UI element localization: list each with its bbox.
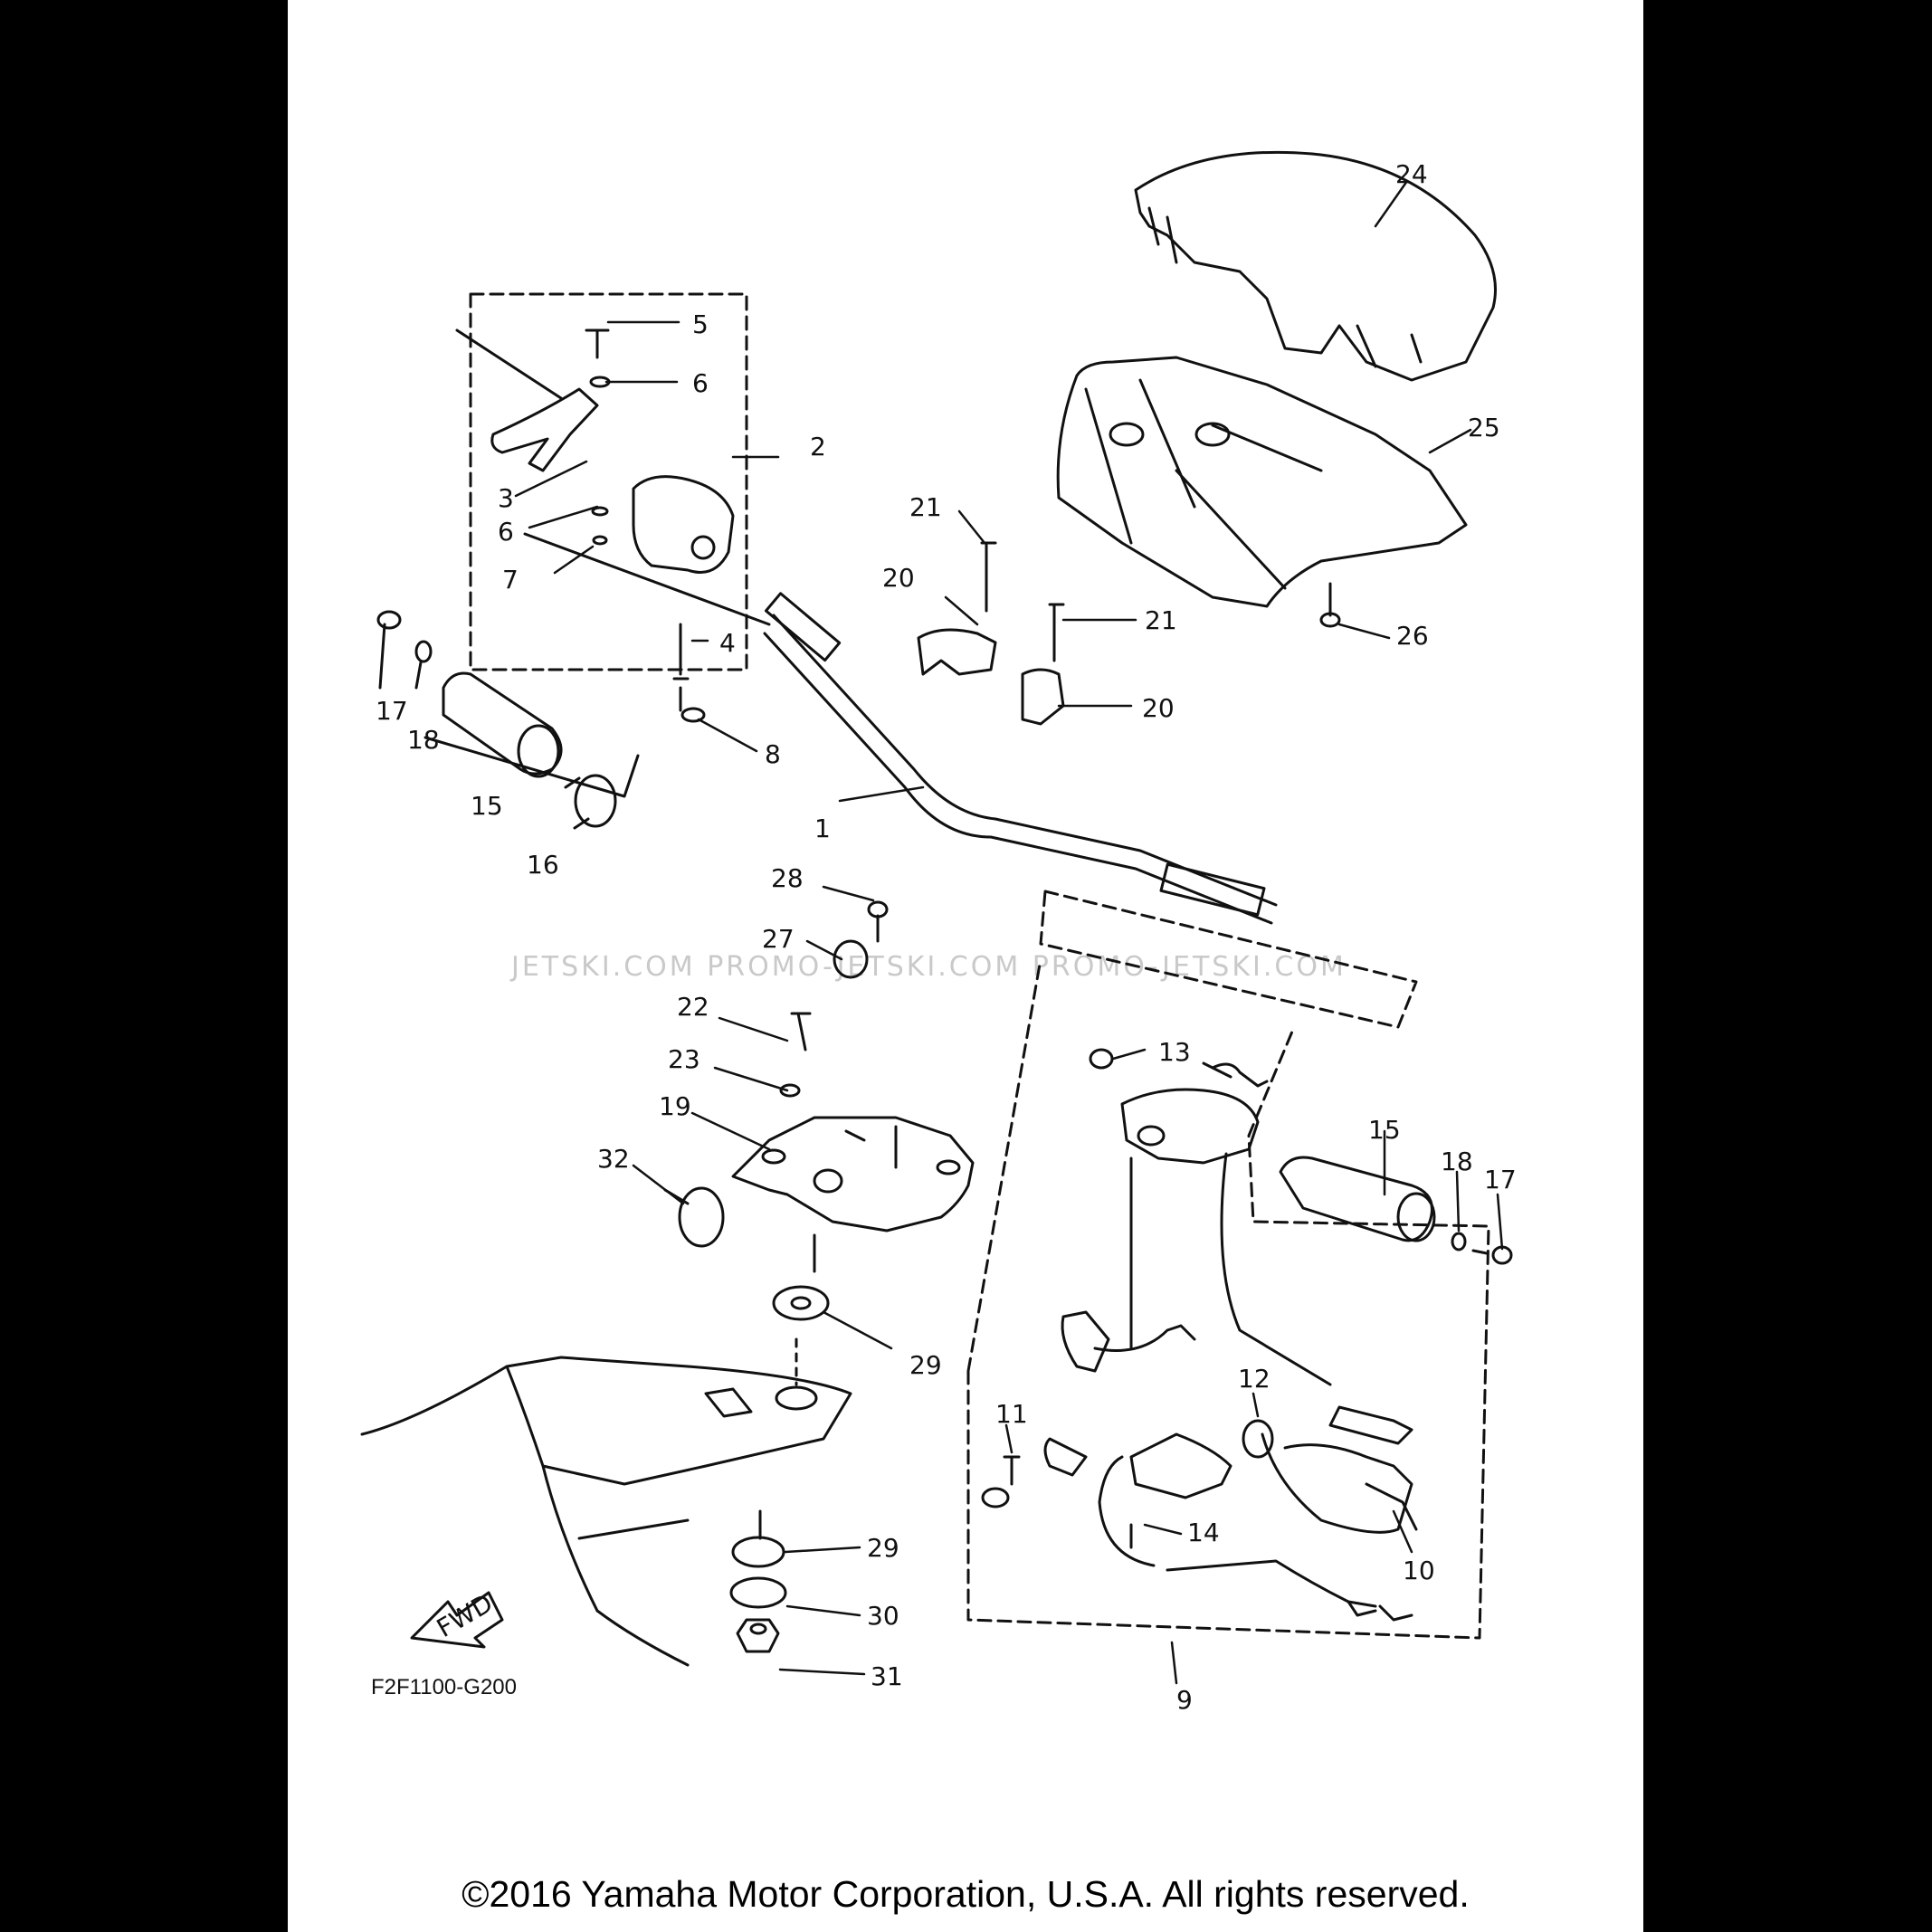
callout-15: 15	[471, 791, 503, 821]
callout-32: 32	[597, 1144, 630, 1174]
callout-2: 2	[810, 432, 826, 462]
callout-31: 31	[871, 1661, 903, 1691]
callout-12: 12	[1238, 1364, 1271, 1394]
throttle-lever-assembly	[424, 328, 735, 798]
callout-16: 16	[527, 850, 559, 880]
callout-17: 17	[1484, 1165, 1517, 1194]
mount-stack	[729, 1509, 787, 1653]
callout-27: 27	[762, 924, 795, 954]
callout-labels: 5 6 2 3 6 7 4 8 17 18 15 16 1 21 20 21 2…	[376, 159, 1517, 1715]
callout-29: 29	[867, 1533, 899, 1563]
assembly-box-2	[469, 292, 748, 671]
callout-26: 26	[1396, 621, 1429, 651]
callout-20: 20	[882, 563, 915, 593]
callout-7: 7	[502, 565, 519, 595]
callout-18: 18	[1441, 1147, 1473, 1176]
callout-29: 29	[909, 1350, 942, 1380]
callout-28: 28	[771, 863, 804, 893]
callout-17: 17	[376, 696, 408, 726]
callout-3: 3	[498, 483, 514, 513]
handlebar-clamps	[917, 541, 1065, 726]
callout-6: 6	[692, 368, 709, 398]
callout-24: 24	[1395, 159, 1428, 189]
callout-25: 25	[1468, 413, 1500, 443]
hull-section	[360, 1337, 852, 1667]
callout-23: 23	[668, 1044, 700, 1074]
steering-base-plate	[731, 1116, 975, 1273]
switch-wiring	[981, 1310, 1418, 1622]
drawing-code: F2F1100-G200	[371, 1675, 517, 1699]
leader-lines	[514, 179, 1504, 1685]
switch-housing	[1089, 1048, 1332, 1386]
copyright-notice: ©2016 Yamaha Motor Corporation, U.S.A. A…	[462, 1873, 1470, 1915]
callout-11: 11	[995, 1399, 1028, 1429]
callout-20: 20	[1142, 693, 1175, 723]
callout-14: 14	[1187, 1518, 1220, 1547]
callout-4: 4	[719, 628, 736, 658]
top-cover-24	[1134, 150, 1497, 382]
diagram-sheet	[288, 0, 1643, 1932]
grommet-29	[772, 1285, 830, 1321]
fwd-arrow-icon	[410, 1591, 504, 1649]
small-parts-center	[779, 900, 889, 1098]
assembly-box-9	[966, 890, 1490, 1640]
callout-19: 19	[659, 1091, 691, 1121]
callout-6: 6	[498, 517, 514, 547]
callout-13: 13	[1158, 1037, 1191, 1067]
callout-10: 10	[1403, 1556, 1435, 1585]
handlebar	[523, 532, 1278, 925]
callout-22: 22	[677, 992, 709, 1022]
callout-21: 21	[1145, 605, 1177, 635]
callout-30: 30	[867, 1601, 899, 1631]
callout-8: 8	[765, 739, 781, 769]
left-grip	[376, 610, 617, 830]
callout-18: 18	[407, 725, 440, 755]
right-grip	[1279, 1156, 1513, 1265]
callout-9: 9	[1176, 1685, 1193, 1715]
callout-15: 15	[1368, 1115, 1401, 1145]
callout-5: 5	[692, 309, 709, 339]
callout-1: 1	[814, 814, 831, 843]
watermark-text: JETSKI.COM PROMO-JETSKI.COM PROMO-JETSKI…	[509, 951, 1347, 983]
callout-21: 21	[909, 492, 942, 522]
lower-cover-25	[1056, 356, 1468, 628]
fwd-label: FWD	[432, 1588, 498, 1643]
